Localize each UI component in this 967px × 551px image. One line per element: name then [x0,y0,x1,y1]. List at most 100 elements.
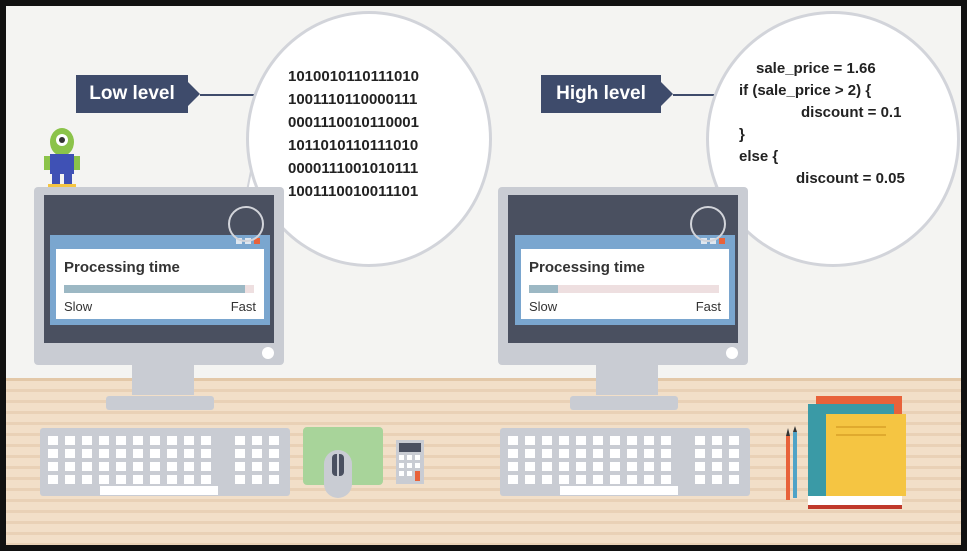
keyboard-key [644,449,654,458]
processing-time-title: Processing time [529,259,645,276]
fast-label: Fast [230,299,256,314]
high-level-code-bubble [706,11,960,267]
keyboard-key [729,449,739,458]
keyboard-key [201,462,211,471]
keyboard-key [167,449,177,458]
keyboard-key [695,436,705,445]
keyboard-key [576,462,586,471]
keyboard-key [729,462,739,471]
binary-line: 0001110010110001 [288,114,419,131]
keyboard-key [48,475,58,484]
keyboard-key [48,462,58,471]
keyboard-key [593,462,603,471]
monitor-base [570,396,678,410]
high-level-connector [673,94,723,96]
high-level-processing-window: Processing time Slow Fast [515,235,735,325]
keyboard-key [150,475,160,484]
low-level-connector [200,94,256,96]
keyboard-key [576,475,586,484]
pencil-icon [786,426,797,500]
window-content: Processing time Slow Fast [521,249,729,319]
keyboard-spacebar [560,486,678,495]
keyboard-key [610,449,620,458]
code-line: if (sale_price > 2) { [739,82,872,99]
keyboard-key [82,462,92,471]
keyboard-key [610,475,620,484]
keyboard-key [65,436,75,445]
processing-time-title: Processing time [64,259,180,276]
keyboard-key [661,462,671,471]
slow-label: Slow [529,299,558,314]
keyboard-key [661,436,671,445]
keyboard-key [508,449,518,458]
keyboard-key [133,475,143,484]
close-icon[interactable] [254,238,260,244]
processing-time-bar [529,285,719,293]
keyboard-key [508,436,518,445]
keyboard-key [133,436,143,445]
keyboard-key [729,475,739,484]
keyboard-key [644,436,654,445]
monitor-stand [132,365,194,395]
keyboard-key [82,436,92,445]
binary-line: 1001110010011101 [288,183,419,200]
keyboard-key [99,449,109,458]
keyboard-key [167,475,177,484]
processing-time-fill [64,285,245,293]
keyboard-key [184,462,194,471]
keyboard-key [167,436,177,445]
code-line: discount = 0.1 [801,104,902,121]
keyboard-key [235,436,245,445]
keyboard-key [661,475,671,484]
keyboard-key [542,462,552,471]
keyboard-key [610,436,620,445]
slow-label: Slow [64,299,93,314]
keyboard-key [252,475,262,484]
keyboard-key [508,475,518,484]
binary-line: 1011010110111010 [288,137,419,154]
code-line: sale_price = 1.66 [756,60,876,77]
power-button-icon [262,347,274,359]
keyboard-key [712,475,722,484]
keyboard-key [48,436,58,445]
keyboard-key [201,449,211,458]
keyboard-key [252,436,262,445]
binary-line: 0000111001010111 [288,160,419,177]
keyboard-key [508,462,518,471]
keyboard-key [65,462,75,471]
keyboard-key [150,462,160,471]
keyboard-key [712,462,722,471]
keyboard-key [610,462,620,471]
keyboard-key [269,475,279,484]
code-line: discount = 0.05 [796,170,905,187]
keyboard-key [82,475,92,484]
keyboard-key [116,475,126,484]
processing-time-fill [529,285,558,293]
keyboard-key [627,436,637,445]
calculator-icon [396,440,424,484]
keyboard-key [235,449,245,458]
keyboard-key [99,436,109,445]
keyboard-key [184,436,194,445]
keyboard-key [695,449,705,458]
keyboard-key [65,449,75,458]
keyboard-key [525,449,535,458]
keyboard-key [235,462,245,471]
keyboard-key [525,436,535,445]
keyboard-key [99,475,109,484]
low-level-keyboard [40,428,290,496]
books-icon [808,396,906,509]
keyboard-key [559,462,569,471]
keyboard-key [201,436,211,445]
fast-label: Fast [695,299,721,314]
keyboard-key [729,436,739,445]
close-icon[interactable] [719,238,725,244]
keyboard-key [542,475,552,484]
keyboard-key [65,475,75,484]
keyboard-key [593,449,603,458]
keyboard-key [116,462,126,471]
keyboard-key [542,449,552,458]
keyboard-key [661,449,671,458]
minimize-icon[interactable] [236,238,242,244]
